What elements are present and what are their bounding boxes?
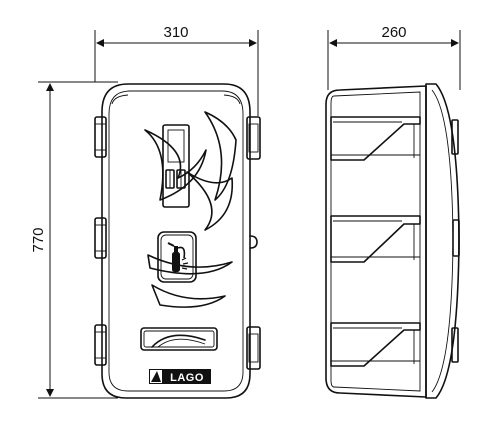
height-dimension: 770 <box>30 81 118 399</box>
brand-logo: LAGO <box>149 369 211 384</box>
front-left-clips <box>94 116 107 366</box>
extinguisher-sign <box>157 231 197 283</box>
side-view <box>325 83 460 399</box>
front-right-clips <box>246 116 261 370</box>
height-dimension-label: 770 <box>30 227 47 252</box>
front-case-inner-outline <box>108 90 244 392</box>
extinguisher-icon <box>167 242 189 272</box>
side-ribs <box>330 116 421 367</box>
width-dimension-label: 310 <box>163 24 188 41</box>
side-body-outline <box>325 85 427 398</box>
depth-dimension: 260 <box>327 24 461 90</box>
brand-logo-text: LAGO <box>170 372 204 384</box>
bottom-window <box>140 327 218 351</box>
side-clips <box>451 119 460 363</box>
side-door-profile <box>425 83 460 399</box>
front-case-outline <box>101 83 251 399</box>
front-view: LAGO <box>94 83 261 399</box>
depth-dimension-label: 260 <box>381 24 406 41</box>
top-latch <box>162 124 190 208</box>
width-dimension: 310 <box>94 24 259 116</box>
